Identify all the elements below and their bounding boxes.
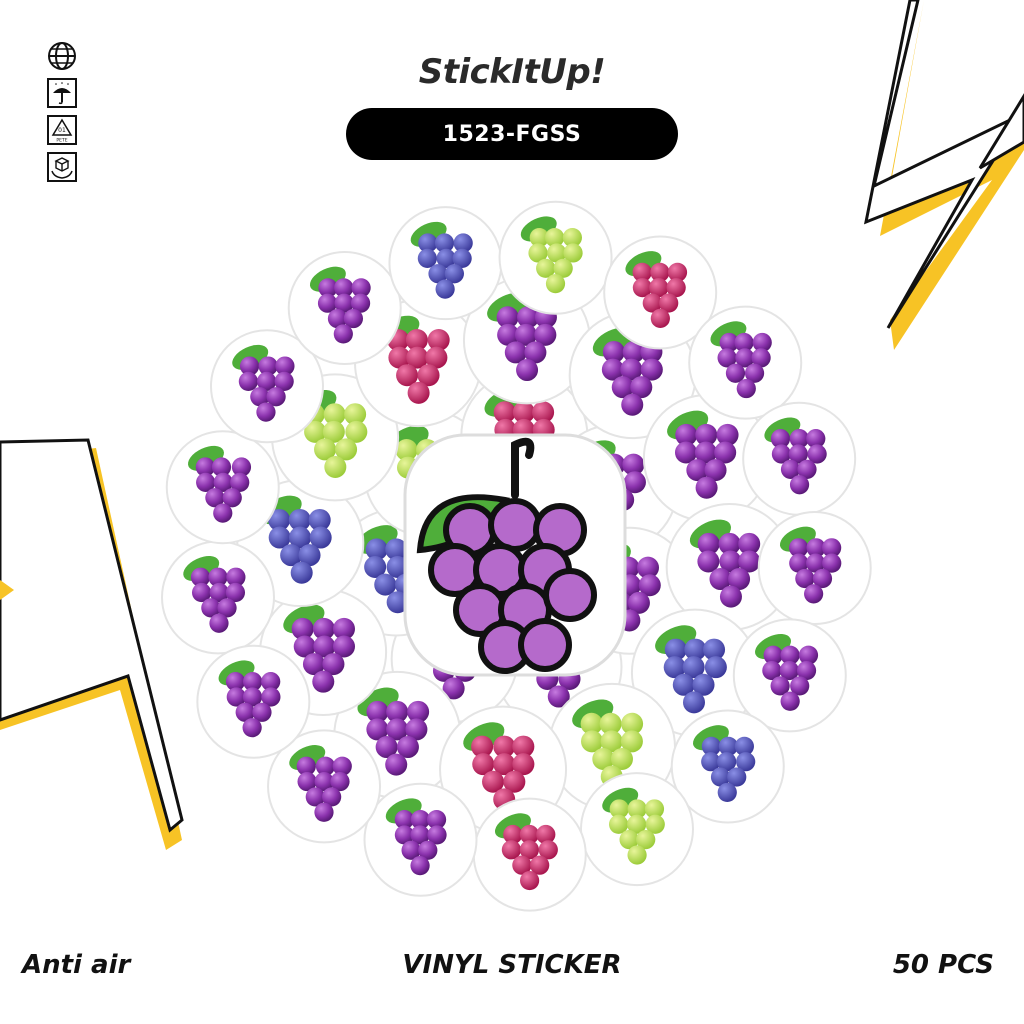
globe-icon (46, 40, 78, 72)
grape-sticker-collage (161, 200, 872, 912)
recycle-material: PETE (56, 138, 67, 144)
material-label: VINYL STICKER (402, 950, 622, 980)
grape-bunch-icon (403, 433, 627, 677)
grape-sticker (388, 206, 503, 321)
grape-sticker (742, 401, 857, 516)
grape-sticker (688, 305, 803, 420)
grape-sticker (642, 394, 771, 523)
quantity-label: 50 PCS (892, 950, 994, 980)
feature-label: Anti air (22, 950, 131, 980)
grape-sticker (165, 430, 280, 545)
fragile-package-icon (46, 151, 78, 183)
grape-sticker (603, 235, 718, 350)
lightning-bolt-decoration (863, 0, 1024, 350)
grape-sticker (209, 329, 324, 444)
recycle-number: 01 (58, 127, 66, 134)
product-code: 1523-FGSS (442, 121, 582, 147)
grape-sticker (579, 772, 694, 887)
grape-sticker (757, 510, 872, 625)
product-code-badge: 1523-FGSS (346, 108, 678, 160)
lightning-bolt-decoration (0, 438, 184, 850)
brand-logo: StickItUp! (418, 52, 606, 92)
grape-sticker (287, 251, 402, 366)
grape-sticker (732, 618, 847, 733)
grape-sticker (196, 644, 311, 759)
grape-sticker (363, 782, 478, 897)
keep-dry-umbrella-icon (46, 77, 78, 109)
grape-sticker (267, 729, 382, 844)
grape-sticker (472, 797, 587, 912)
grape-sticker (630, 608, 759, 737)
grape-sticker (498, 200, 613, 315)
grape-sticker (665, 502, 794, 631)
grape-sticker (670, 709, 785, 824)
grape-sticker (161, 540, 276, 655)
